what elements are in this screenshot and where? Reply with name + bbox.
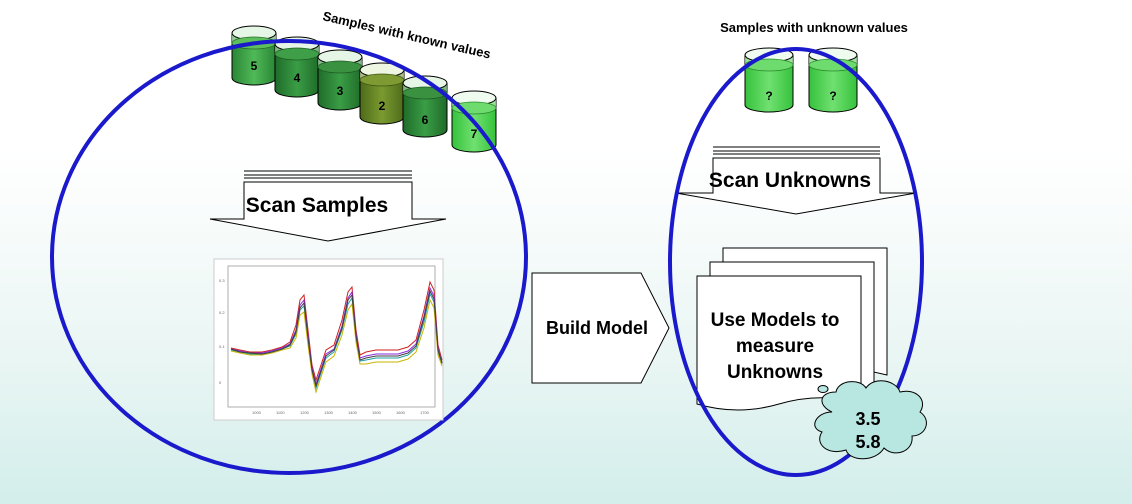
scan-samples-arrow: Scan Samples (209, 170, 447, 242)
spectra-x-ticks: 1000 1100 1200 1300 1400 1500 1600 1700 (252, 410, 430, 415)
model-text-line-1: Use Models to (711, 310, 840, 331)
result-value-1: 3.5 (855, 409, 880, 429)
scan-unknowns-label: Scan Unknowns (709, 169, 871, 192)
svg-text:1600: 1600 (396, 410, 406, 415)
known-samples-panel: 5 4 3 (50, 8, 528, 475)
jar-label: 7 (471, 127, 478, 141)
model-text-line-2: measure (736, 336, 814, 357)
sample-jar-6: 6 (402, 75, 448, 138)
spectra-lines (230, 280, 443, 394)
build-model-arrow: Build Model (531, 272, 670, 384)
unknown-jar-label: ? (829, 89, 836, 103)
spectra-y-ticks: 0.3 0.2 0.1 0 (219, 278, 225, 385)
unknown-samples-caption: Samples with unknown values (720, 20, 908, 35)
results-thought-cloud: 3.5 5.8 (814, 380, 927, 460)
unknown-samples-circle (668, 47, 924, 477)
svg-text:1500: 1500 (372, 410, 382, 415)
svg-text:1100: 1100 (276, 410, 285, 415)
known-samples-circle (50, 39, 528, 475)
svg-text:1300: 1300 (324, 410, 334, 415)
svg-text:0.1: 0.1 (219, 344, 225, 349)
jar-label: 5 (251, 59, 258, 73)
svg-text:1200: 1200 (300, 410, 310, 415)
jar-label: 2 (379, 99, 386, 113)
sample-jar-4: 4 (274, 36, 320, 98)
sample-jar-5: 5 (231, 25, 277, 86)
svg-text:1000: 1000 (252, 410, 262, 415)
build-model-label: Build Model (546, 318, 648, 338)
scan-samples-label: Scan Samples (246, 194, 388, 217)
sample-jar-2: 2 (359, 62, 405, 125)
svg-text:1700: 1700 (420, 410, 430, 415)
svg-text:0: 0 (219, 380, 222, 385)
svg-text:0.2: 0.2 (219, 310, 225, 315)
model-documents: Use Models to measure Unknowns (696, 247, 888, 411)
result-value-2: 5.8 (855, 432, 880, 452)
spectra-plot: 0.3 0.2 0.1 0 1000 1100 1200 1300 1400 1… (213, 258, 444, 421)
svg-text:1400: 1400 (348, 410, 358, 415)
sample-jar-3: 3 (317, 49, 363, 111)
svg-text:0.3: 0.3 (219, 278, 225, 283)
jar-label: 4 (294, 71, 301, 85)
known-sample-jars: 5 4 3 (231, 25, 497, 153)
jar-label: 3 (337, 84, 344, 98)
unknown-samples-panel: Samples with unknown values ? ? (668, 20, 927, 477)
scan-unknowns-arrow: Scan Unknowns (675, 146, 917, 215)
unknown-jar-label: ? (765, 89, 772, 103)
model-text-line-3: Unknowns (727, 362, 823, 383)
jar-label: 6 (422, 113, 429, 127)
unknown-jar-1: ? (744, 47, 794, 113)
